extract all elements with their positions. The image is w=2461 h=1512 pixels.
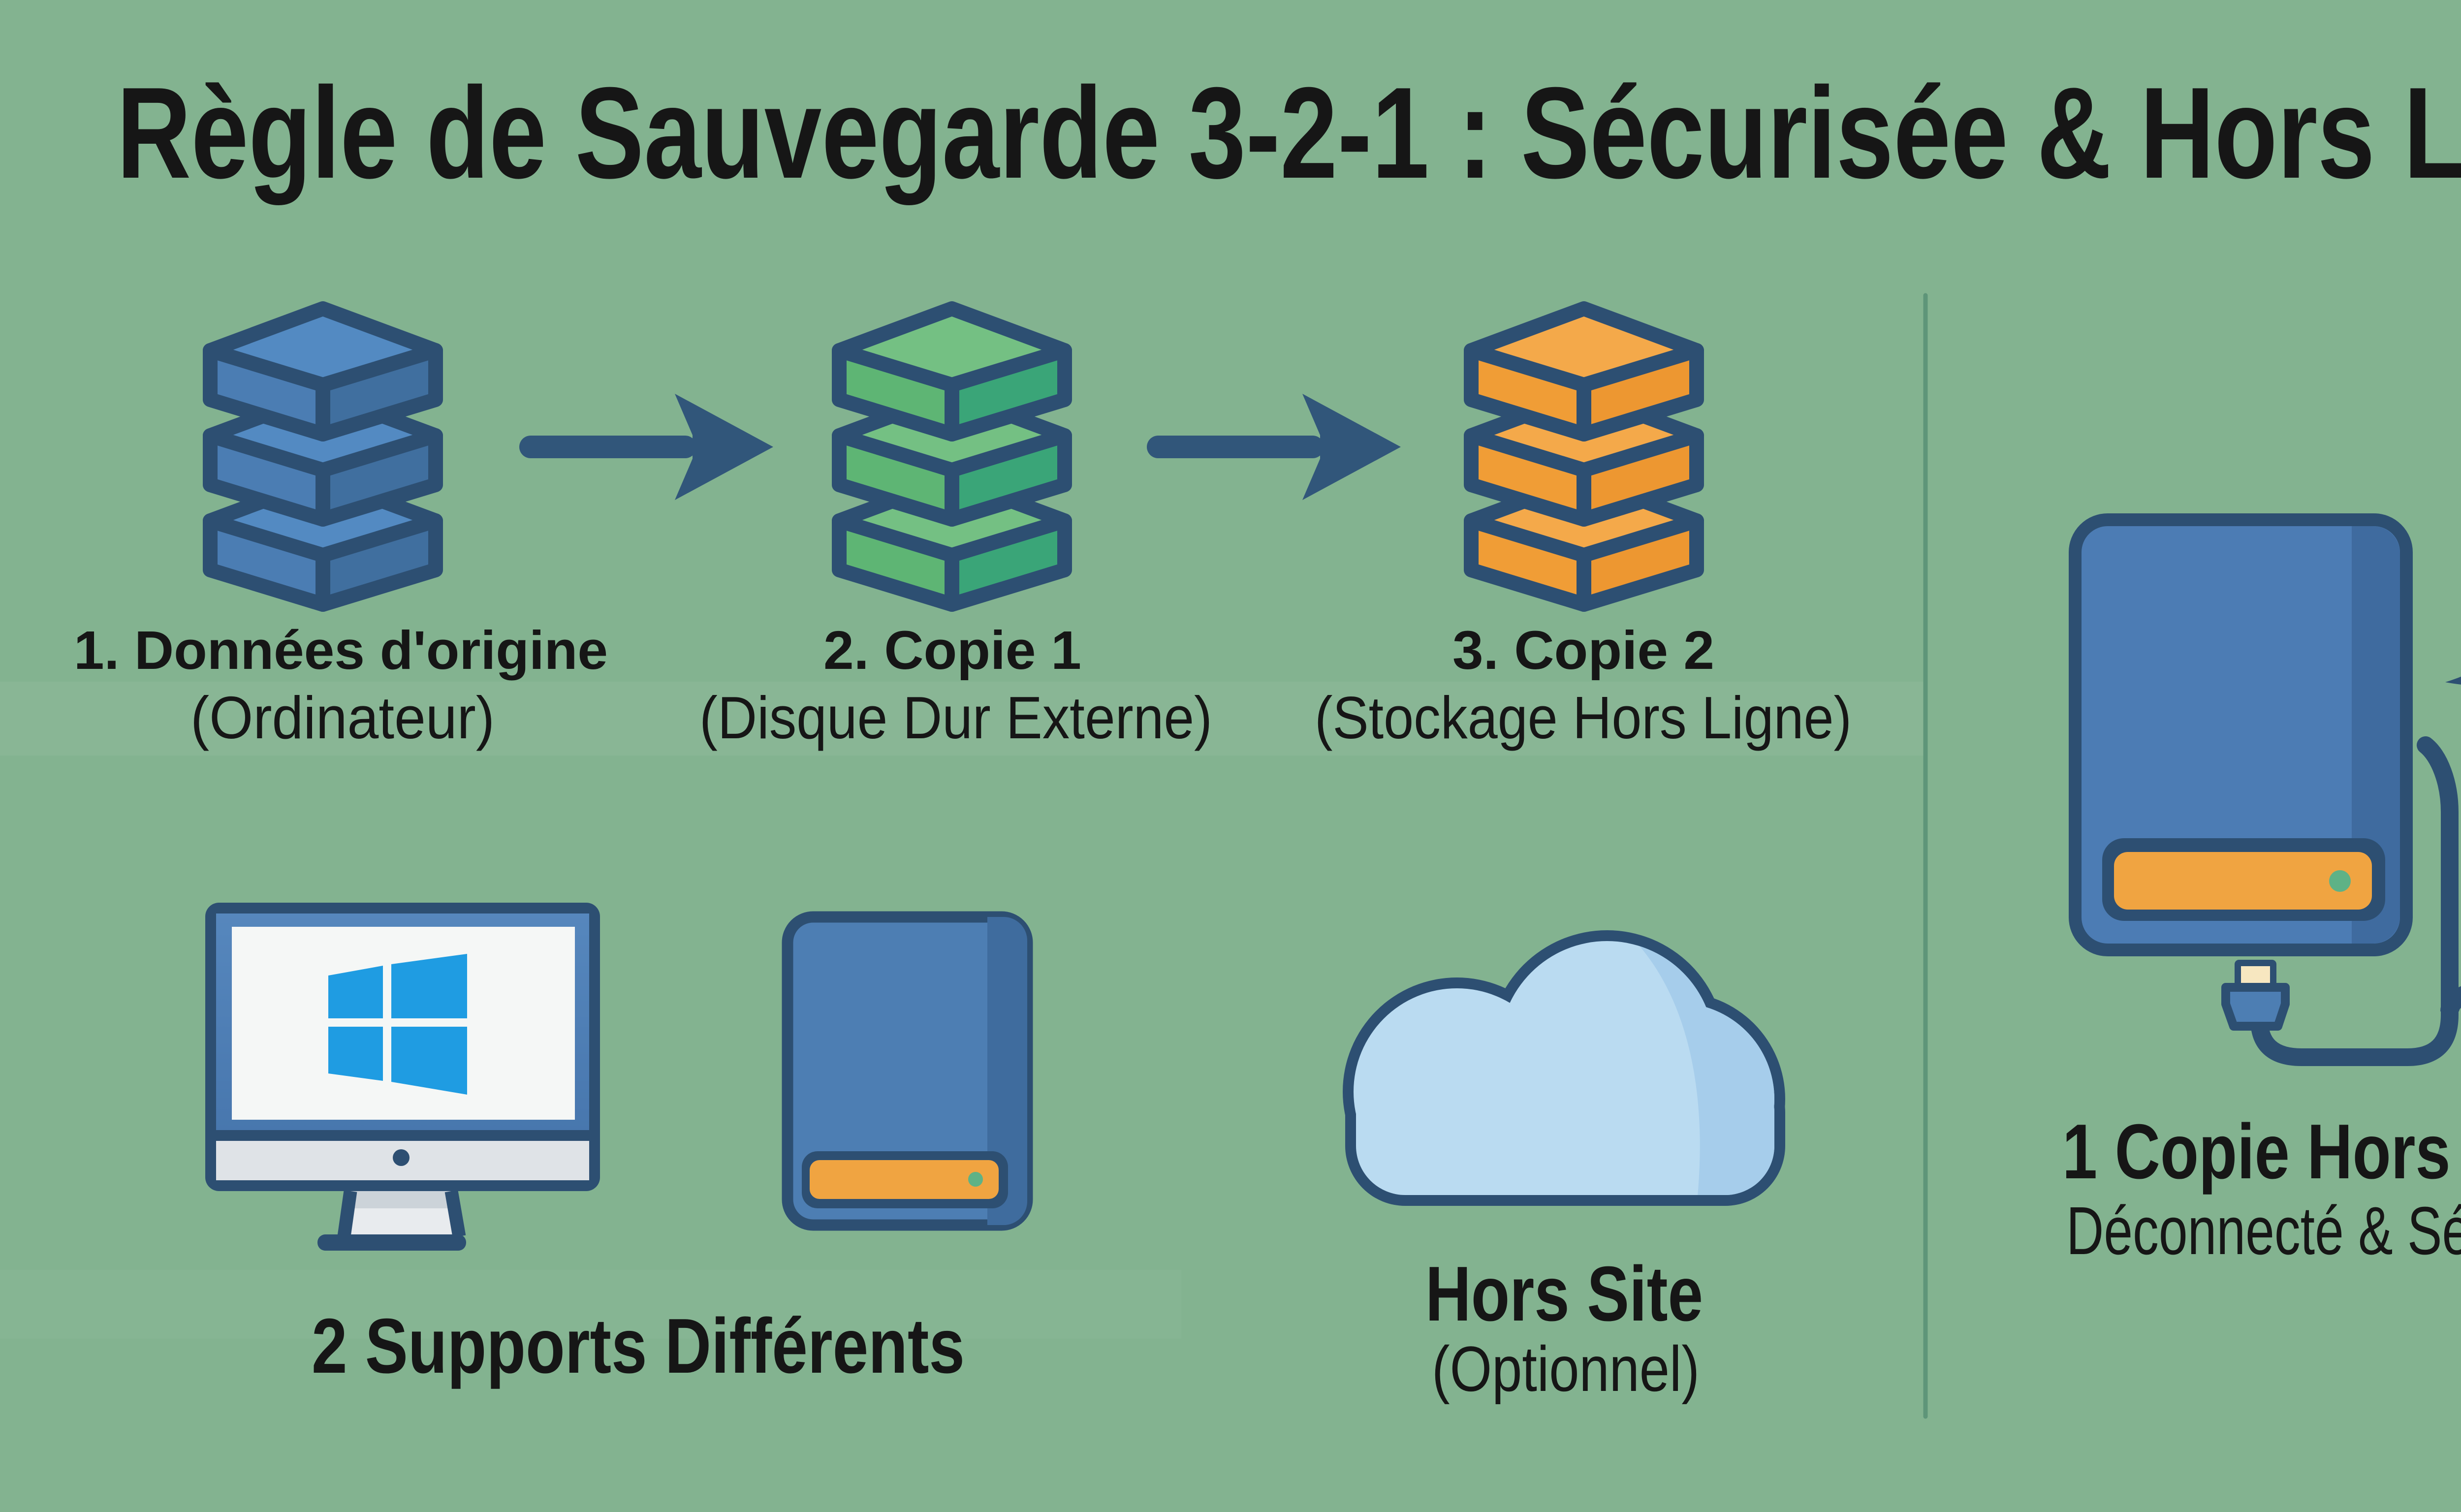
svg-text:(Stockage Hors Ligne): (Stockage Hors Ligne) (1315, 684, 1852, 751)
svg-text:1. Données d'origine: 1. Données d'origine (74, 620, 608, 681)
svg-text:2 Supports Différents: 2 Supports Différents (312, 1303, 965, 1389)
svg-text:2. Copie 1: 2. Copie 1 (823, 620, 1081, 681)
svg-text:(Disque Dur Externe): (Disque Dur Externe) (699, 684, 1212, 751)
svg-text:Règle de Sauvegarde 3-2-1 : Sé: Règle de Sauvegarde 3-2-1 : Sécurisée & … (117, 60, 2461, 206)
svg-text:Hors Site: Hors Site (1425, 1251, 1703, 1337)
svg-text:(Ordinateur): (Ordinateur) (190, 684, 495, 751)
svg-text:3. Copie 2: 3. Copie 2 (1452, 620, 1714, 681)
svg-text:1 Copie Hors Ligne: 1 Copie Hors Ligne (2062, 1108, 2461, 1195)
svg-text:Déconnecté & Sécurisé: Déconnecté & Sécurisé (2066, 1193, 2461, 1269)
svg-text:(Optionnel): (Optionnel) (1432, 1333, 1700, 1405)
